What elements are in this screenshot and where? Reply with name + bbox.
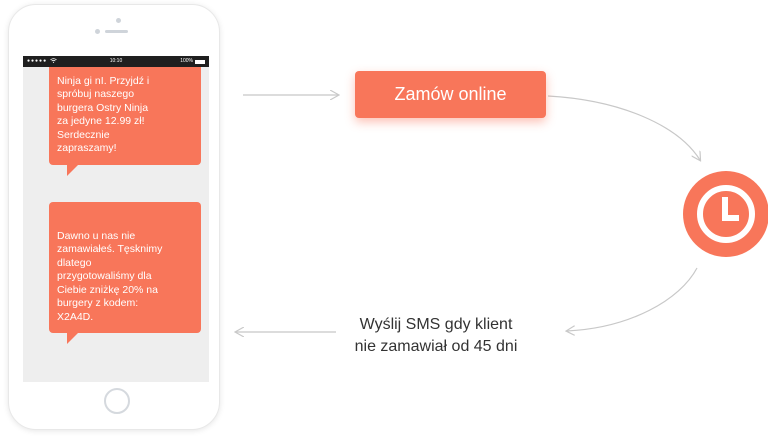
phone-screen: Ninja gi nI. Przyjdź i spróbuj naszego b… — [23, 56, 209, 382]
sms-bubble-promo: Ninja gi nI. Przyjdź i spróbuj naszego b… — [49, 56, 201, 176]
sms-text: Ninja gi nI. Przyjdź i spróbuj naszego b… — [57, 74, 150, 155]
clock-icon — [697, 185, 755, 243]
trigger-caption: Wyślij SMS gdy klient nie zamawiał od 45… — [336, 314, 536, 358]
battery-icon — [195, 59, 205, 64]
order-online-button[interactable]: Zamów online — [355, 71, 546, 118]
signal-dots: ●●●●● — [27, 58, 50, 64]
caption-line-1: Wyślij SMS gdy klient — [359, 316, 513, 333]
home-button[interactable] — [104, 388, 130, 414]
phone-speaker — [105, 30, 128, 33]
status-time: 10:10 — [109, 58, 123, 64]
phone-mockup: Ninja gi nI. Przyjdź i spróbuj naszego b… — [8, 4, 220, 430]
wifi-icon — [49, 58, 57, 64]
arrow-order-to-clock — [547, 95, 700, 160]
signal-indicator: ●●●●● — [27, 56, 57, 67]
clock-badge — [683, 171, 768, 257]
phone-camera — [95, 29, 100, 34]
status-bar: ●●●●● 10:10 100% — [23, 56, 209, 67]
arrow-clock-to-caption — [567, 267, 698, 331]
phone-sensor — [116, 18, 121, 23]
caption-line-2: nie zamawiał od 45 dni — [354, 338, 518, 355]
battery-indicator: 100% — [180, 56, 205, 67]
order-online-label: Zamów online — [394, 84, 507, 104]
sms-text: Dawno u nas nie zamawiałeś. Tęsknimy dla… — [57, 229, 163, 323]
sms-bubble-discount: Dawno u nas nie zamawiałeś. Tęsknimy dla… — [49, 202, 201, 344]
battery-percent: 100% — [180, 58, 193, 64]
